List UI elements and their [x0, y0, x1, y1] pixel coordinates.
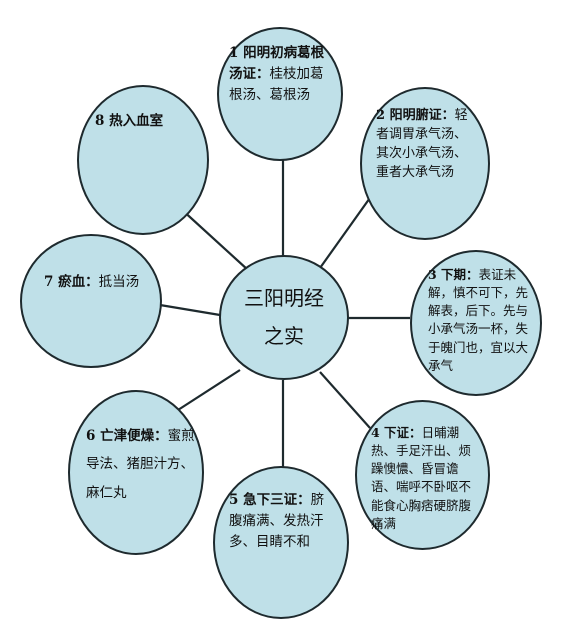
center-node: 三阳明经 之实	[219, 255, 349, 380]
node-7-label: 7 瘀血：	[44, 274, 99, 290]
node-3-text: 表证未解，慎不可下，先解表，后下。先与小承气汤一杯，失于魄门也，宜以大承气	[428, 267, 529, 373]
center-title-line1: 三阳明经	[244, 286, 324, 310]
node-4-label: 4 下证：	[371, 425, 422, 440]
node-4: 4 下证：日晡潮热、手足汗出、烦躁懊憹、昏冒谵语、喘呼不卧呕不能食心胸痞硬脐腹痛…	[355, 400, 490, 550]
connector-line-4	[319, 371, 371, 429]
node-6-text: 蜜煎导法、猪胆汁方、麻仁丸	[86, 428, 195, 501]
node-3-label: 3 下期：	[428, 267, 479, 282]
node-6: 6 亡津便燥：蜜煎导法、猪胆汁方、麻仁丸	[68, 390, 204, 555]
node-2-label: 2 阳明腑证：	[376, 108, 455, 123]
center-title-line2: 之实	[264, 324, 304, 348]
connector-line-2	[319, 194, 373, 269]
node-2-text: 轻者调胃承气汤、其次小承气汤、重者大承气汤	[376, 108, 468, 180]
node-6-label: 6 亡津便燥：	[86, 428, 168, 444]
node-5: 5 急下三证：脐腹痛满、发热汗多、目睛不和	[213, 466, 349, 619]
node-8-label: 8 热入血室	[95, 113, 164, 129]
node-5-text: 脐腹痛满、发热汗多、目睛不和	[229, 492, 325, 550]
node-7: 7 瘀血：抵当汤	[20, 234, 162, 368]
node-8: 8 热入血室	[77, 85, 209, 235]
node-2: 2 阳明腑证：轻者调胃承气汤、其次小承气汤、重者大承气汤	[360, 87, 490, 240]
node-1-text: 桂枝加葛根汤、葛根汤	[229, 65, 324, 103]
node-3: 3 下期：表证未解，慎不可下，先解表，后下。先与小承气汤一杯，失于魄门也，宜以大…	[410, 250, 542, 396]
node-5-label: 5 急下三证：	[229, 492, 311, 508]
connector-line-7	[159, 303, 221, 317]
node-4-text: 日晡潮热、手足汗出、烦躁懊憹、昏冒谵语、喘呼不卧呕不能食心胸痞硬脐腹痛满	[371, 425, 472, 531]
node-1: 1 阳明初病葛根汤证：桂枝加葛根汤、葛根汤	[217, 27, 343, 161]
node-7-text: 抵当汤	[98, 274, 140, 290]
node-1-label: 1 阳明初病葛根汤证：	[229, 45, 325, 82]
connector-line-6	[177, 369, 241, 411]
connector-line-8	[179, 207, 249, 271]
